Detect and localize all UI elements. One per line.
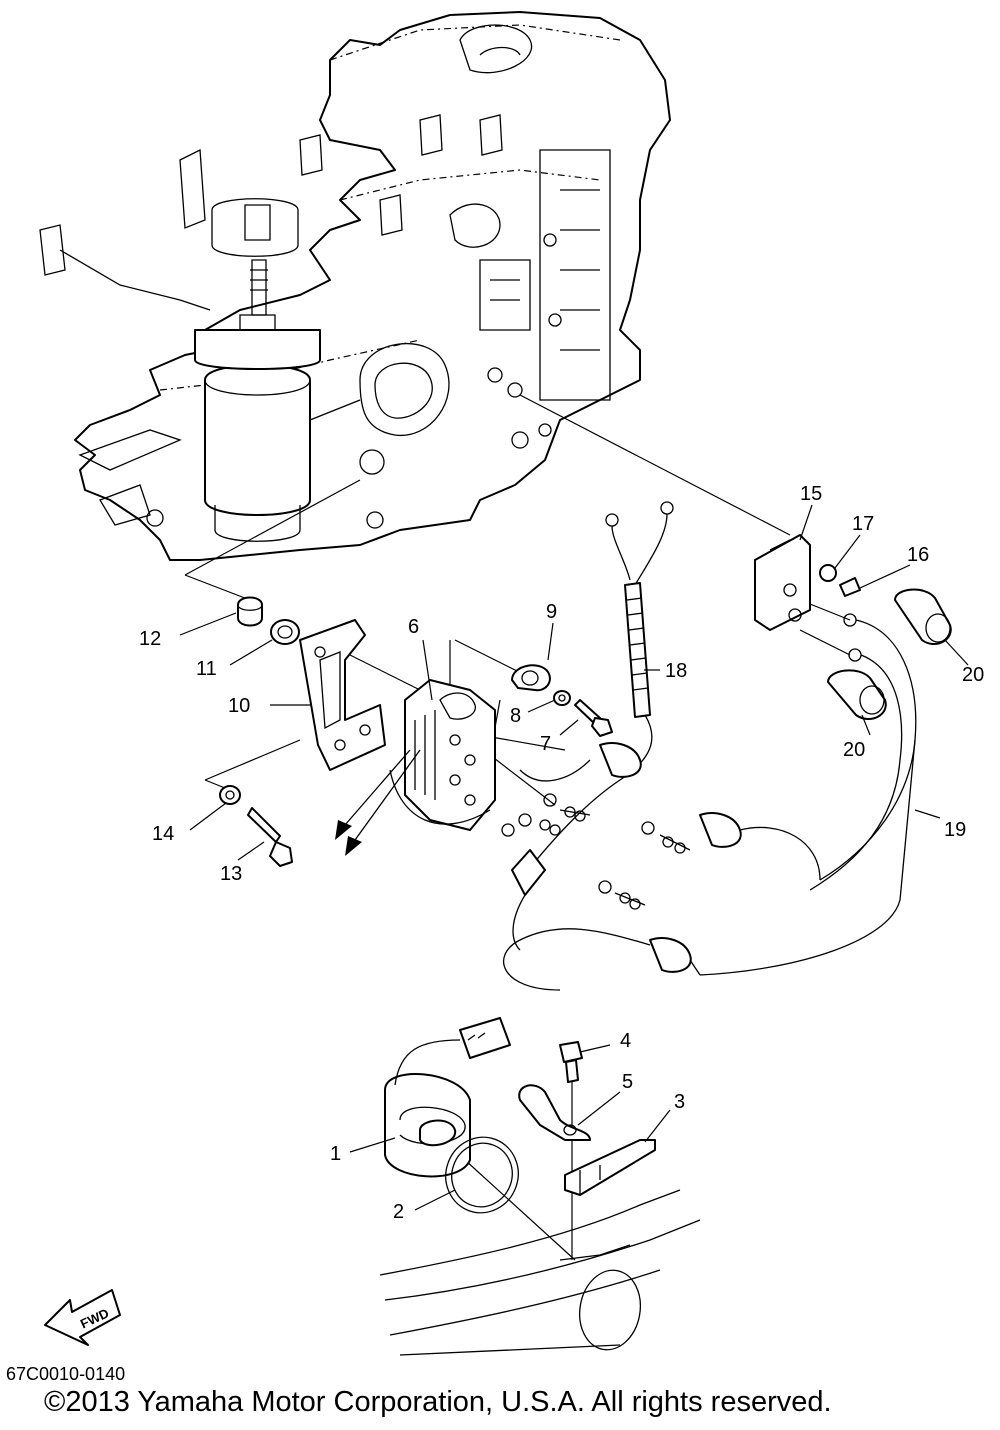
callout-11: 11 bbox=[196, 658, 217, 680]
holder-part-3 bbox=[564, 1139, 656, 1196]
collar-part-12 bbox=[237, 596, 263, 627]
callout-4: 4 bbox=[620, 1030, 631, 1052]
callout-14: 14 bbox=[152, 823, 174, 845]
callout-1: 1 bbox=[330, 1143, 341, 1165]
lead-wire-part-18 bbox=[519, 501, 674, 881]
washer-part-8 bbox=[553, 690, 571, 706]
callout-13: 13 bbox=[220, 863, 242, 885]
clamp-part-5 bbox=[518, 1084, 591, 1141]
engine-block bbox=[39, 11, 671, 561]
callout-9: 9 bbox=[546, 601, 557, 623]
callout-6: 6 bbox=[408, 616, 419, 638]
bolt-part-13 bbox=[247, 807, 293, 867]
callout-10: 10 bbox=[228, 695, 250, 717]
cap-part-20-lower bbox=[827, 669, 887, 720]
clamp-part-9 bbox=[511, 664, 551, 692]
terminal-block-part-15 bbox=[754, 534, 811, 631]
starter-motor bbox=[194, 198, 361, 542]
rectifier-part-6 bbox=[335, 679, 496, 856]
callout-20-lower: 20 bbox=[843, 739, 865, 761]
callout-12: 12 bbox=[139, 628, 161, 650]
callout-3: 3 bbox=[674, 1091, 685, 1113]
bolt-part-4 bbox=[559, 1041, 583, 1083]
diagram-code: 67C0010-0140 bbox=[6, 1364, 126, 1384]
bracket-part-10 bbox=[299, 619, 386, 771]
o-ring-part-2 bbox=[445, 1136, 519, 1214]
wire-harness-part-19 bbox=[501, 613, 917, 991]
screw-part-16 bbox=[839, 577, 861, 597]
callout-labels: 1 2 3 4 5 6 7 8 9 10 11 12 13 14 15 16 1… bbox=[139, 483, 984, 1223]
callout-5: 5 bbox=[622, 1071, 633, 1093]
bolt-part-7 bbox=[574, 699, 613, 737]
callout-18: 18 bbox=[665, 660, 687, 682]
callout-15: 15 bbox=[800, 483, 822, 505]
washer-part-14 bbox=[219, 785, 241, 805]
copyright-notice: ©2013 Yamaha Motor Corporation, U.S.A. A… bbox=[44, 1386, 832, 1418]
callout-7: 7 bbox=[540, 733, 551, 755]
callout-17: 17 bbox=[852, 513, 874, 535]
cap-part-20-upper bbox=[894, 588, 952, 645]
sensor-part-1 bbox=[384, 1017, 511, 1178]
callout-19: 19 bbox=[944, 819, 966, 841]
grommet-part-11 bbox=[270, 619, 300, 645]
callout-20-upper: 20 bbox=[962, 664, 984, 686]
callout-8: 8 bbox=[510, 705, 521, 727]
callout-leaders bbox=[179, 504, 969, 1211]
callout-2: 2 bbox=[393, 1201, 404, 1223]
callout-16: 16 bbox=[907, 544, 929, 566]
washer-part-17 bbox=[819, 564, 837, 582]
lower-case-outline bbox=[379, 1189, 701, 1356]
fwd-arrow-icon: FWD bbox=[44, 1289, 121, 1346]
